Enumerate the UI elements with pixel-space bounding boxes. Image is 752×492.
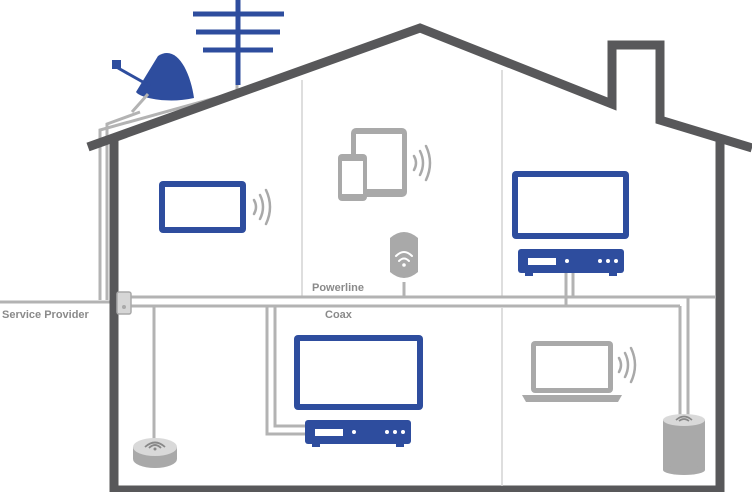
service-entry-box bbox=[116, 291, 132, 315]
powerline-label: Powerline bbox=[312, 282, 364, 294]
wifi-adapter-icon bbox=[133, 438, 177, 468]
tv-icon bbox=[294, 335, 423, 410]
smart-speaker-icon bbox=[390, 232, 418, 278]
laptop-icon bbox=[522, 341, 622, 402]
coax-label: Coax bbox=[325, 309, 352, 321]
set-top-box-icon bbox=[518, 249, 624, 276]
tv-antenna-icon bbox=[193, 0, 284, 85]
satellite-dish-icon bbox=[112, 52, 194, 113]
dish-drop-cable bbox=[105, 110, 141, 300]
house-walls bbox=[109, 140, 725, 492]
smart-speaker-icon bbox=[663, 414, 705, 475]
house bbox=[86, 23, 752, 492]
wifi-waves-icon bbox=[412, 144, 432, 182]
wifi-waves-icon bbox=[252, 188, 272, 226]
coax-drop-center-b bbox=[273, 306, 306, 428]
roof bbox=[86, 23, 752, 153]
set-top-box-icon bbox=[305, 420, 411, 447]
coax-drop-center bbox=[265, 306, 306, 436]
service-provider-label: Service Provider bbox=[2, 309, 89, 321]
antenna-drop-cable bbox=[98, 80, 239, 300]
monitor-icon bbox=[159, 181, 246, 233]
tv-icon bbox=[512, 171, 629, 239]
wifi-waves-icon bbox=[617, 346, 637, 384]
smartphone-icon bbox=[338, 154, 367, 201]
